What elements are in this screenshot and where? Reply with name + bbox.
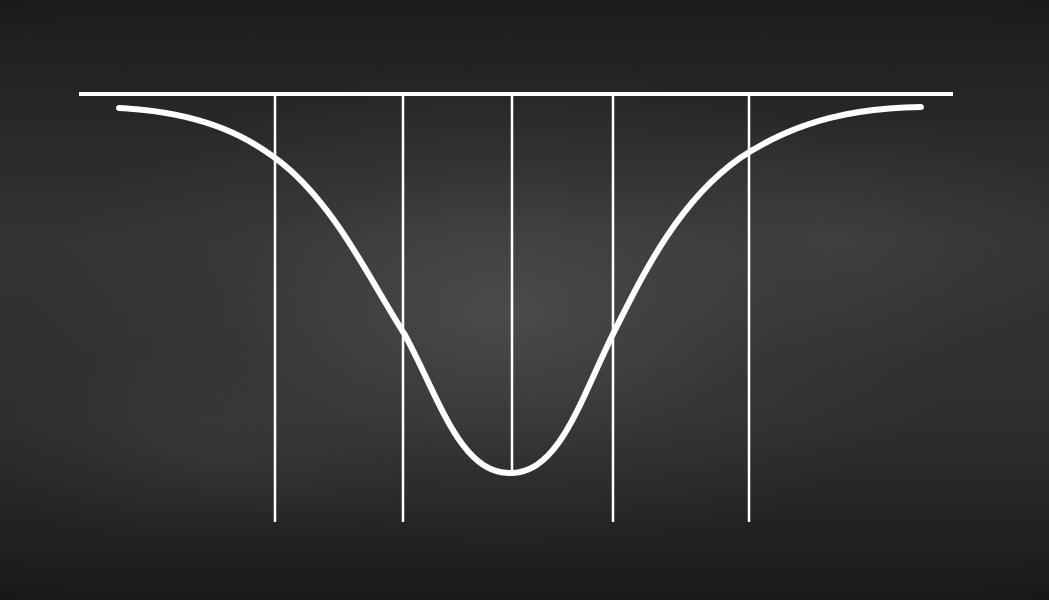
bell-curve <box>116 104 924 476</box>
